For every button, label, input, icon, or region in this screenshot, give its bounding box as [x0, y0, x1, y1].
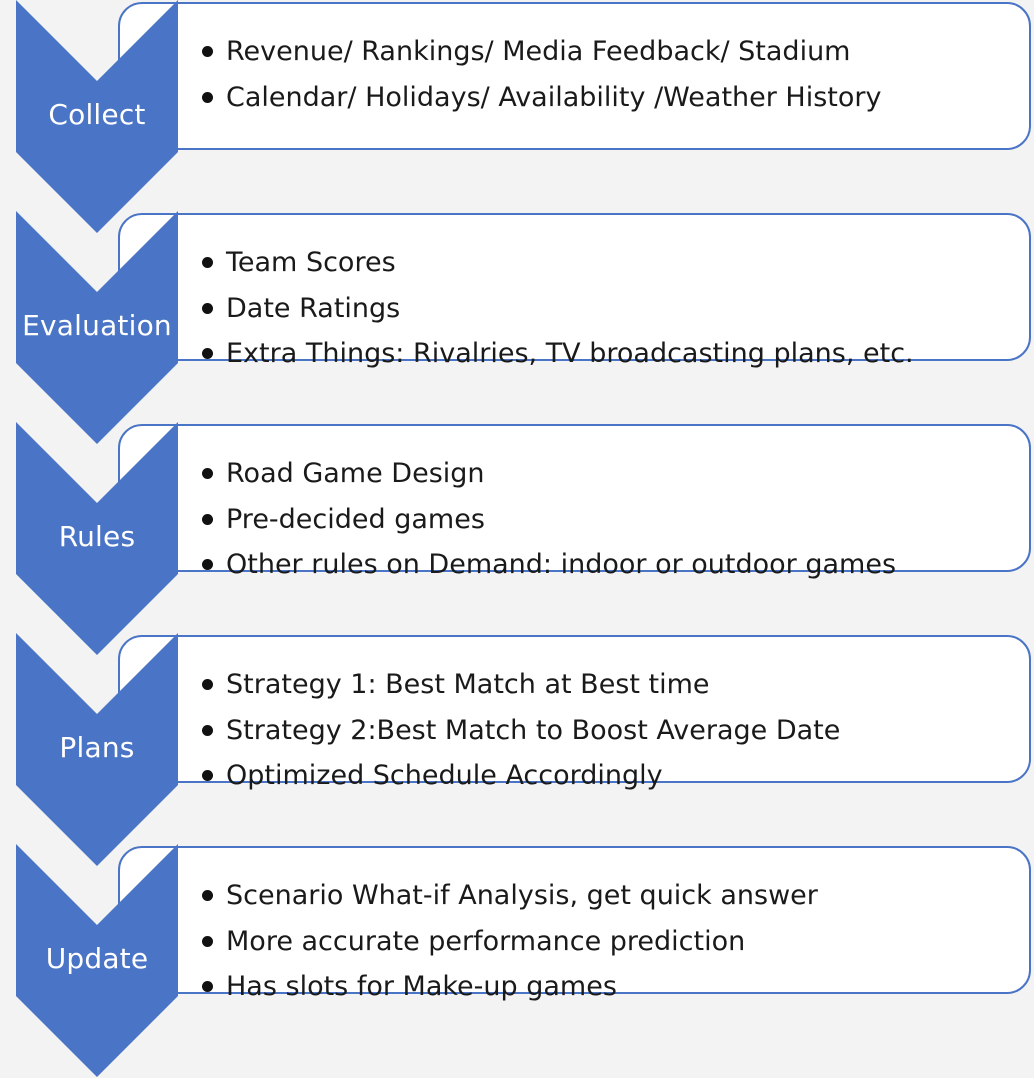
bullet-text: Calendar/ Holidays/ Availability /Weathe…: [226, 81, 882, 113]
bullet-item: Has slots for Make-up games: [198, 964, 1013, 1010]
step-rules: Rules Road Game Design Pre-decided games…: [0, 422, 1034, 655]
bullet-item: Other rules on Demand: indoor or outdoor…: [198, 542, 1013, 588]
bullet-dot-icon: [202, 770, 213, 781]
step-label: Evaluation: [22, 309, 172, 342]
bullet-item: Strategy 1: Best Match at Best time: [198, 662, 1013, 708]
step-label: Plans: [59, 731, 135, 764]
step-card: [118, 846, 1031, 994]
chevron-arrow: [16, 0, 178, 233]
bullet-text: Other rules on Demand: indoor or outdoor…: [226, 549, 897, 580]
bullet-item: Road Game Design: [198, 451, 1013, 497]
step-card: [118, 2, 1031, 150]
step-card: [118, 213, 1031, 361]
bullet-dot-icon: [202, 559, 213, 570]
step-update: Update Scenario What-if Analysis, get qu…: [0, 844, 1034, 1077]
bullet-item: Optimized Schedule Accordingly: [198, 753, 1013, 799]
bullet-list: Strategy 1: Best Match at Best time Stra…: [198, 662, 1013, 799]
bullet-item: Scenario What-if Analysis, get quick ans…: [198, 873, 1013, 919]
bullet-dot-icon: [202, 302, 213, 314]
bullet-text: Team Scores: [226, 247, 396, 278]
bullet-text: Extra Things: Rivalries, TV broadcasting…: [226, 338, 914, 369]
bullet-item: Calendar/ Holidays/ Availability /Weathe…: [198, 75, 1013, 121]
chevron-arrow: [16, 211, 178, 444]
chevron-arrow: [16, 633, 178, 866]
step-label: Collect: [48, 98, 146, 131]
step-card: [118, 635, 1031, 783]
bullet-text: More accurate performance prediction: [226, 925, 746, 957]
bullet-text: Revenue/ Rankings/ Media Feedback/ Stadi…: [226, 36, 851, 67]
bullet-list: Revenue/ Rankings/ Media Feedback/ Stadi…: [198, 29, 1013, 120]
bullet-dot-icon: [202, 679, 213, 690]
bullet-dot-icon: [202, 257, 213, 268]
bullet-text: Has slots for Make-up games: [226, 971, 617, 1002]
bullet-text: Strategy 1: Best Match at Best time: [226, 669, 710, 700]
bullet-dot-icon: [202, 468, 213, 479]
bullet-item: More accurate performance prediction: [198, 919, 1013, 965]
bullet-text: Strategy 2:Best Match to Boost Average D…: [226, 714, 841, 746]
bullet-list: Scenario What-if Analysis, get quick ans…: [198, 873, 1013, 1010]
bullet-dot-icon: [202, 890, 213, 901]
bullet-item: Strategy 2:Best Match to Boost Average D…: [198, 708, 1013, 754]
step-label: Rules: [58, 520, 136, 553]
bullet-item: Team Scores: [198, 240, 1013, 286]
bullet-text: Road Game Design: [226, 458, 485, 489]
chevron-arrow: [16, 422, 178, 655]
bullet-dot-icon: [202, 724, 213, 736]
step-evaluation: Evaluation Team Scores Date Ratings Extr…: [0, 211, 1034, 444]
bullet-dot-icon: [202, 935, 213, 947]
step-label: Update: [45, 942, 149, 975]
bullet-text: Pre-decided games: [226, 503, 485, 535]
step-collect: Collect Revenue/ Rankings/ Media Feedbac…: [0, 0, 1034, 233]
bullet-item: Pre-decided games: [198, 497, 1013, 543]
bullet-dot-icon: [202, 981, 213, 992]
bullet-dot-icon: [202, 348, 213, 359]
bullet-dot-icon: [202, 46, 213, 57]
bullet-dot-icon: [202, 91, 213, 103]
chevron-arrow: [16, 844, 178, 1077]
bullet-list: Team Scores Date Ratings Extra Things: R…: [198, 240, 1013, 377]
bullet-item: Revenue/ Rankings/ Media Feedback/ Stadi…: [198, 29, 1013, 75]
bullet-text: Date Ratings: [226, 292, 401, 324]
bullet-item: Extra Things: Rivalries, TV broadcasting…: [198, 331, 1013, 377]
bullet-dot-icon: [202, 513, 213, 525]
step-plans: Plans Strategy 1: Best Match at Best tim…: [0, 633, 1034, 866]
bullet-text: Scenario What-if Analysis, get quick ans…: [226, 880, 818, 911]
bullet-item: Date Ratings: [198, 286, 1013, 332]
bullet-text: Optimized Schedule Accordingly: [226, 760, 663, 791]
bullet-list: Road Game Design Pre-decided games Other…: [198, 451, 1013, 588]
